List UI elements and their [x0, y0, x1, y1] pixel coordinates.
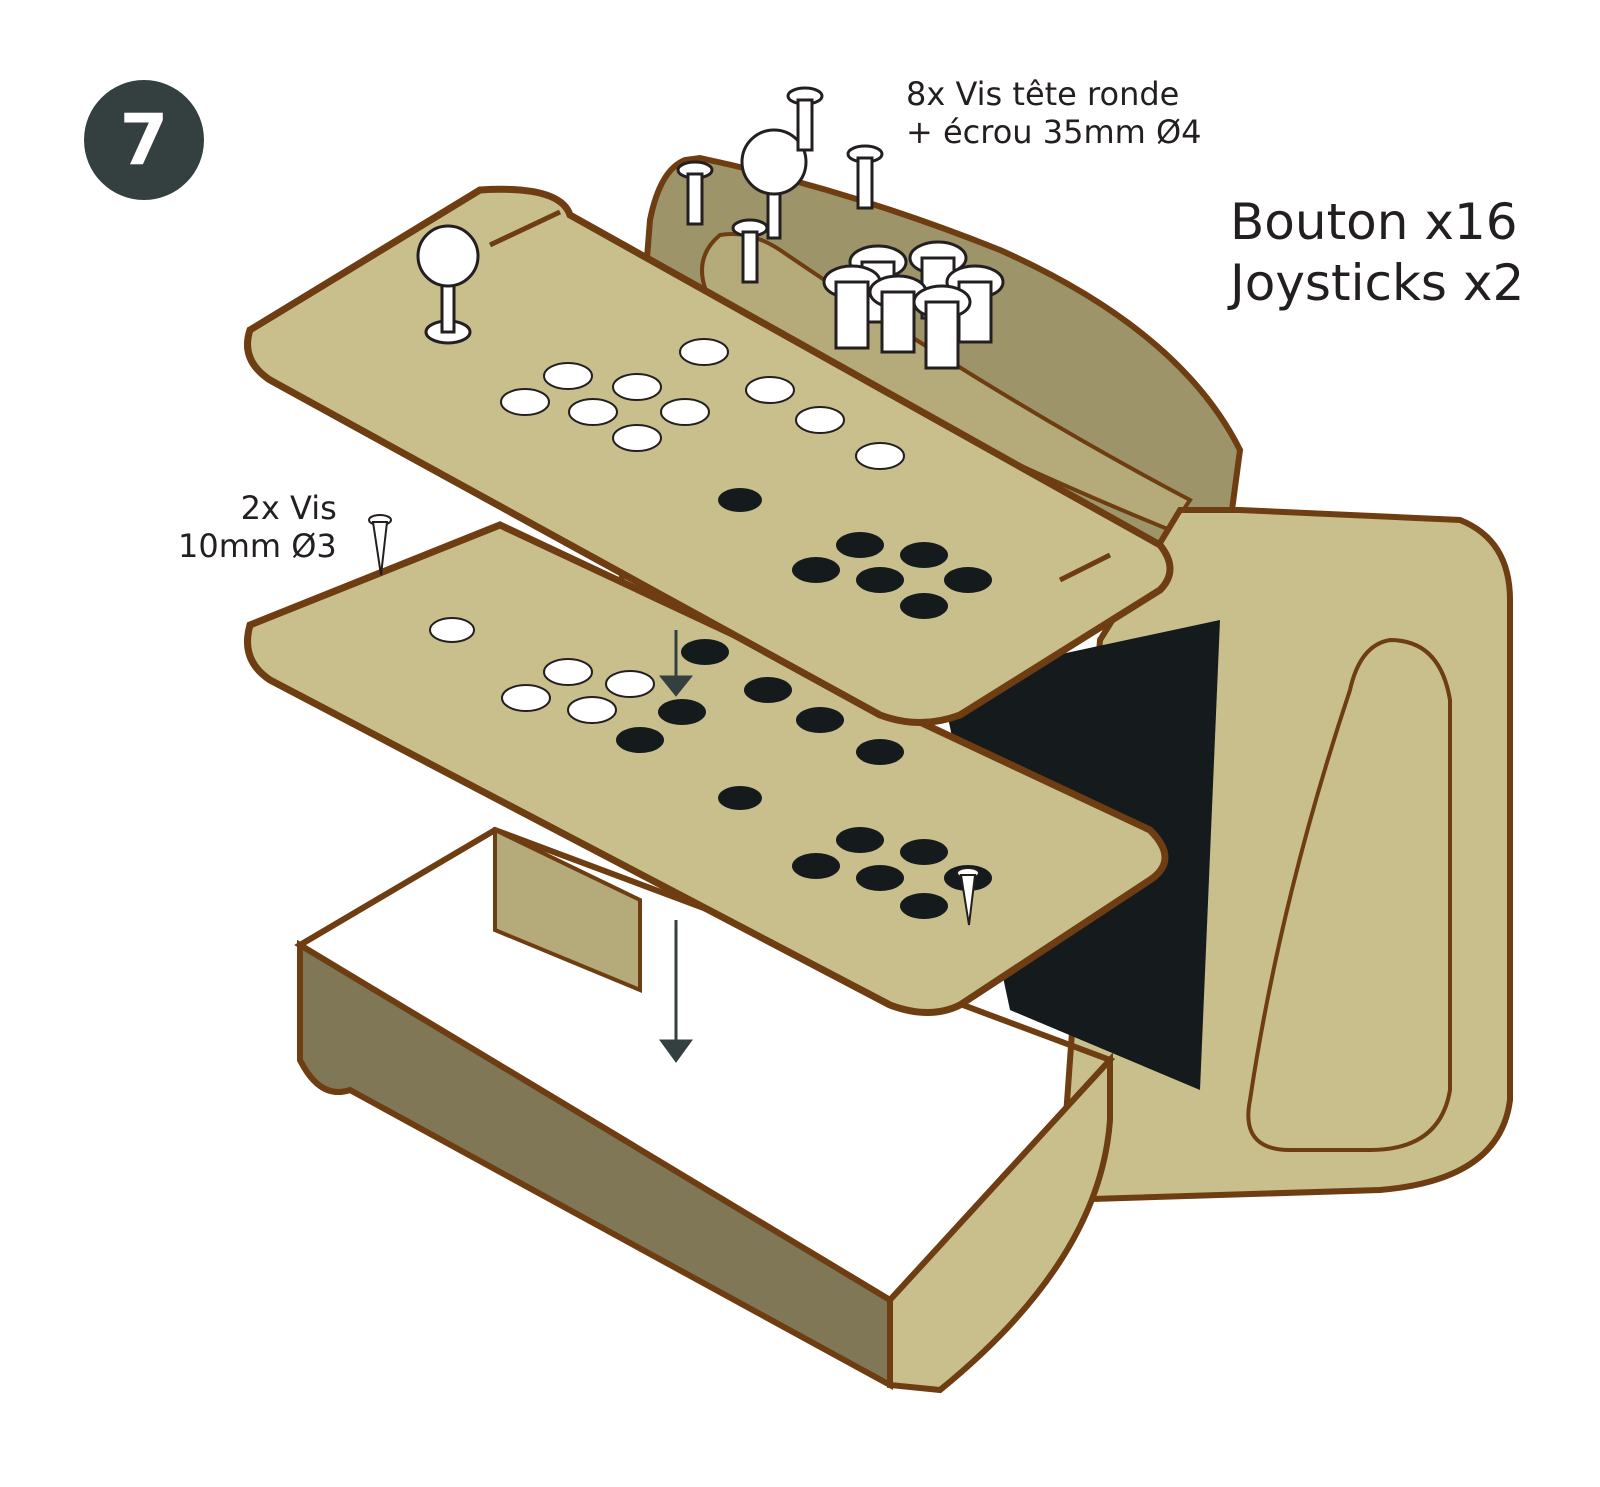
upper-panel-holes	[718, 488, 992, 619]
parts-label: Bouton x16 Joysticks x2	[1230, 192, 1524, 314]
side-screws-label: 2x Vis 10mm Ø3	[178, 489, 337, 566]
lower-control-panel	[244, 521, 1169, 1016]
parts-line1: Bouton x16	[1230, 193, 1518, 251]
small-screw	[368, 514, 392, 576]
small-screw	[956, 867, 980, 926]
lower-panel-open-holes	[429, 617, 655, 724]
screws	[676, 86, 884, 284]
arcade-buttons	[822, 240, 1005, 370]
top-screws-label: 8x Vis tête ronde + écrou 35mm Ø4	[906, 75, 1202, 152]
step-number-badge: 7	[84, 80, 204, 200]
panel-slot	[1058, 552, 1112, 583]
side-screws-line2: 10mm Ø3	[178, 526, 337, 565]
upper-control-panel	[244, 185, 1174, 726]
top-screws-line1: 8x Vis tête ronde	[906, 75, 1180, 113]
arrow-down	[659, 920, 693, 1063]
joystick	[740, 128, 808, 240]
bottom-frame	[294, 826, 1116, 1394]
upper-panel-buttons	[500, 338, 905, 470]
top-screws-line2: + écrou 35mm Ø4	[906, 112, 1202, 151]
joystick	[416, 224, 480, 345]
parts-line2: Joysticks x2	[1230, 254, 1525, 312]
lower-panel-holes	[616, 639, 992, 919]
arrow-down	[658, 630, 694, 697]
panel-slot	[488, 209, 562, 248]
side-screws-line1: 2x Vis	[240, 489, 337, 527]
